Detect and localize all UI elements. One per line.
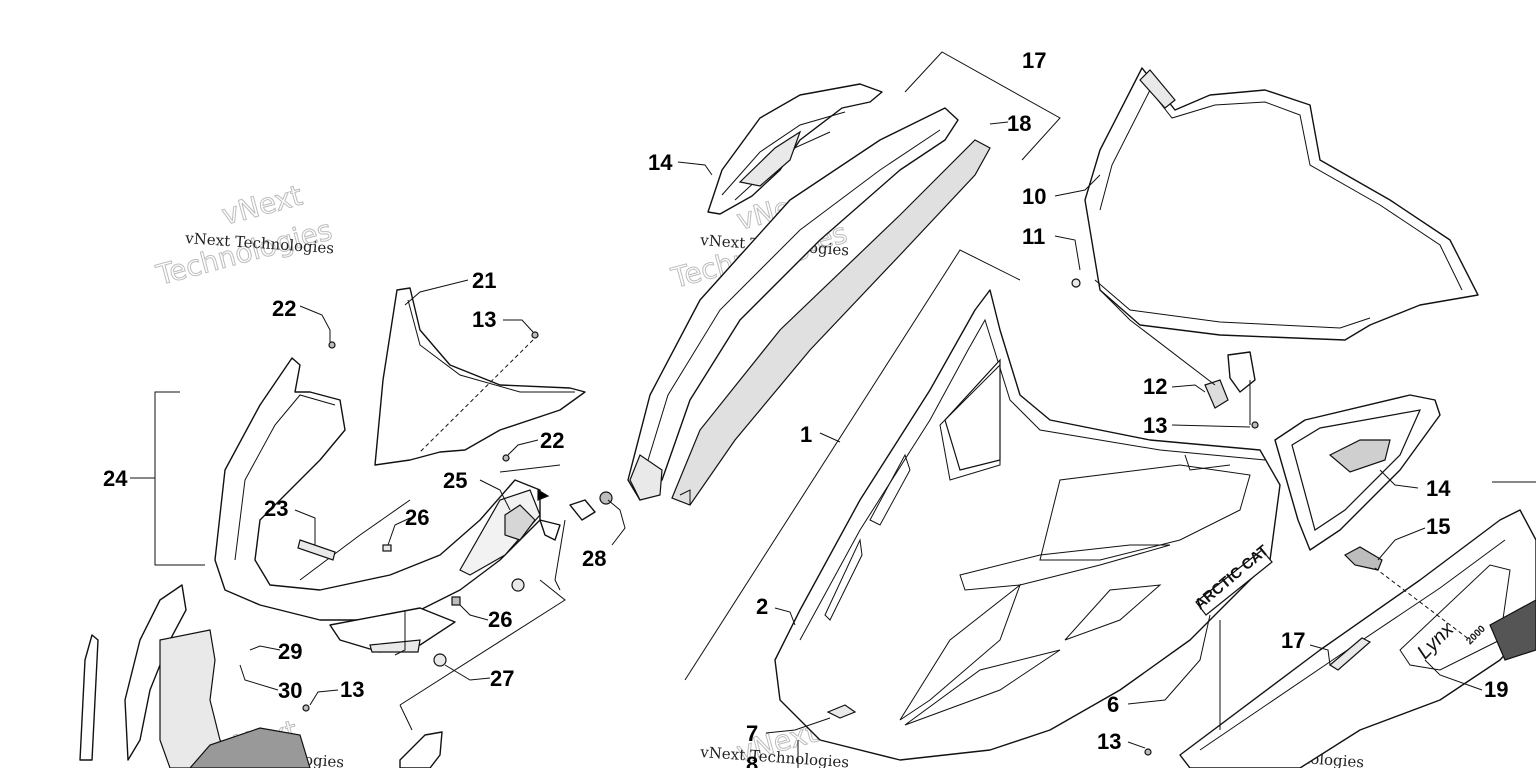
callout-14: 14 [1426, 476, 1451, 501]
callout-17: 17 [1281, 628, 1305, 653]
callout-13: 13 [1143, 413, 1167, 438]
watermark-left: vNext Technologies vNext Technologies [152, 178, 336, 292]
callout-23: 23 [264, 496, 288, 521]
callout-21: 21 [472, 268, 496, 293]
callout-28: 28 [582, 546, 606, 571]
callout-30: 30 [278, 678, 302, 703]
callout-15: 15 [1426, 514, 1450, 539]
callout-12: 12 [1143, 374, 1167, 399]
part-12-bracket [1204, 351, 1259, 429]
bracket-17 [904, 51, 1061, 161]
callout-6: 6 [1107, 692, 1119, 717]
callout-7: 7 [746, 721, 758, 746]
callout-11: 11 [1022, 224, 1045, 249]
callout-18: 18 [1007, 111, 1031, 136]
part-15-clip [1344, 546, 1383, 571]
part-17-upper-strip [627, 107, 959, 501]
callout-10: 10 [1022, 184, 1046, 209]
callout-2: 2 [756, 594, 768, 619]
callout-29: 29 [278, 639, 302, 664]
part-17-lower-strip [1328, 637, 1372, 671]
part-side-trim-left [79, 584, 187, 761]
callout-13: 13 [340, 677, 364, 702]
part-23 [297, 539, 336, 561]
part-lower-piece [399, 731, 443, 768]
part-grille [159, 629, 311, 768]
callout-1: 1 [800, 422, 812, 447]
part-1-hood [774, 289, 1281, 761]
part-21-small-windshield [374, 287, 586, 466]
part-10-windshield [1084, 67, 1479, 341]
callout-17: 17 [1022, 48, 1046, 73]
callout-26: 26 [405, 505, 429, 530]
callout-19: 19 [1484, 677, 1508, 702]
callout-13: 13 [1097, 729, 1121, 754]
callout-25: 25 [443, 468, 467, 493]
part-14-upper-trim [707, 83, 883, 215]
callout-24: 24 [103, 466, 128, 491]
callout-13: 13 [472, 307, 496, 332]
callout-26: 26 [488, 607, 512, 632]
bracket-1 [684, 249, 1021, 681]
callout-22: 22 [540, 428, 564, 453]
part-lower-skid [329, 607, 456, 653]
part-27-28-hardware [433, 488, 613, 667]
part-14-right-trim [1274, 394, 1441, 551]
part-19-side-panel: Lynx 2000 [1179, 509, 1536, 768]
part-26-clip [382, 544, 461, 606]
leader-lines [130, 121, 1536, 768]
callout-22: 22 [272, 296, 296, 321]
callout-labels: 17 18 14 10 11 21 22 13 12 13 1 22 24 25… [103, 48, 1508, 768]
callout-27: 27 [490, 666, 514, 691]
part-25-plate [504, 504, 536, 541]
callout-8: 8 [746, 752, 758, 768]
callout-14: 14 [648, 150, 673, 175]
part-18-foam-strip [671, 139, 991, 506]
